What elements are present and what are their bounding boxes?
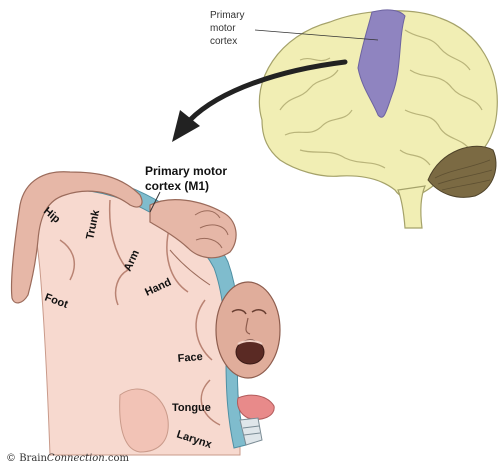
credit-brand-italic: Connection xyxy=(47,453,105,464)
brain-illustration xyxy=(255,10,497,228)
homunculus-face xyxy=(216,282,280,378)
credit-brand-plain: Brain xyxy=(19,453,47,464)
brain-label-line2: motor xyxy=(210,23,236,34)
section-label-line1: Primary motor xyxy=(145,164,227,178)
homunculus-tongue xyxy=(237,395,274,419)
brain-label-line1: Primary xyxy=(210,10,244,21)
section-label-line2: cortex (M1) xyxy=(145,179,209,193)
copyright-symbol: © xyxy=(6,453,16,464)
brain-label-line3: cortex xyxy=(210,36,237,47)
label-face: Face xyxy=(177,351,203,365)
credit-line: © BrainConnection.com xyxy=(6,453,129,464)
credit-suffix: .com xyxy=(105,453,129,464)
label-tongue: Tongue xyxy=(172,402,211,414)
brainstem xyxy=(398,186,425,228)
